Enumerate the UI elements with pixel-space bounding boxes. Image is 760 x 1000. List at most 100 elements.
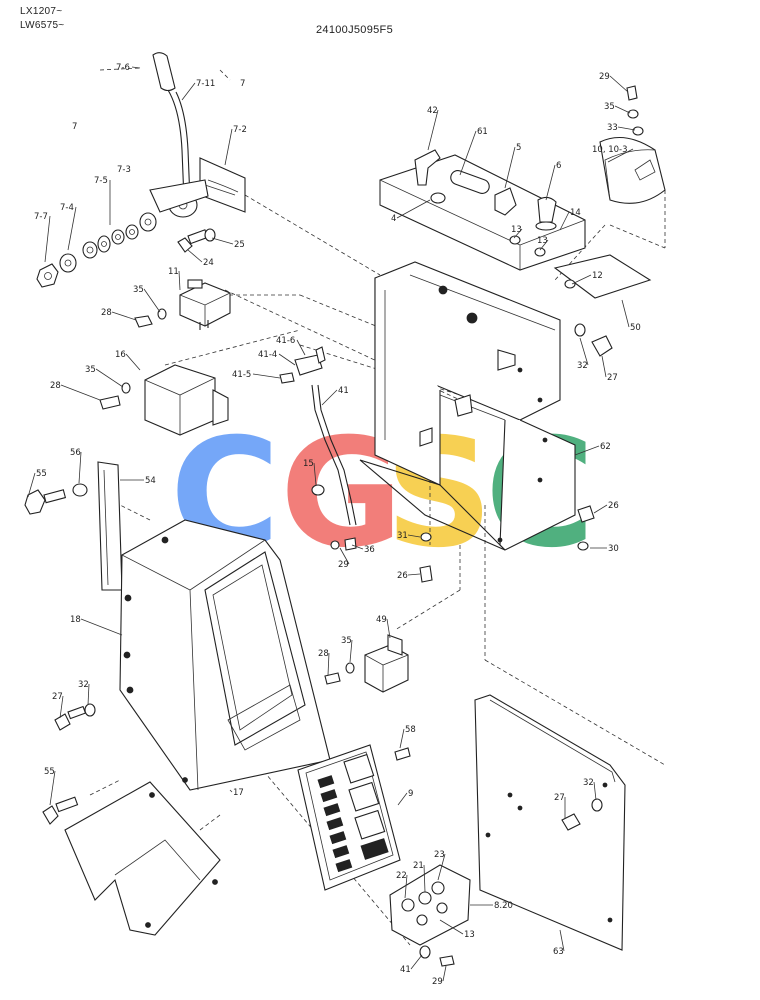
callout-leader xyxy=(399,728,405,749)
callout-label: 7-4 xyxy=(60,203,74,213)
callout-leader xyxy=(579,337,589,366)
callout-leader xyxy=(296,339,306,356)
console-housing-18 xyxy=(54,519,331,791)
callout-leader xyxy=(313,462,317,486)
callout-leader xyxy=(386,618,391,639)
callout-label: 41 xyxy=(400,965,411,975)
callout-leader xyxy=(439,919,464,935)
side-bracket-54 xyxy=(24,461,123,591)
callout-label: 58 xyxy=(405,725,416,735)
callout-label: 18 xyxy=(70,615,81,625)
callout-leader xyxy=(80,618,123,636)
callout-label: 26 xyxy=(397,571,408,581)
callout-label: 27 xyxy=(52,692,63,702)
washer-stack xyxy=(36,212,157,288)
callout-leader xyxy=(95,368,124,388)
callout-label: 12 xyxy=(592,271,603,281)
small-fasteners xyxy=(419,505,595,583)
callout-leader xyxy=(27,472,36,498)
callout-leader xyxy=(427,109,439,151)
callout-label: 28 xyxy=(318,649,329,659)
callout-leader xyxy=(407,534,421,538)
callout-leader xyxy=(125,353,141,371)
callout-label: 63 xyxy=(553,947,564,957)
callout-leader xyxy=(407,573,421,576)
callout-leader xyxy=(437,853,446,881)
back-panel-63 xyxy=(474,694,626,951)
nut-4 xyxy=(430,192,446,204)
callout-leader xyxy=(442,965,447,982)
callout-leader xyxy=(181,82,196,101)
callout-leader xyxy=(601,355,607,378)
callout-label: 61 xyxy=(477,127,488,137)
callout-leader xyxy=(44,215,51,263)
callout-label: 8.20 xyxy=(494,901,513,911)
callout-leader xyxy=(504,146,516,189)
callout-label: 30 xyxy=(608,544,619,554)
callout-label: 21 xyxy=(413,861,424,871)
callout-leader xyxy=(211,237,234,245)
callout-leader xyxy=(423,864,426,893)
callout-label: 9 xyxy=(408,789,413,799)
callout-label: 27 xyxy=(554,793,565,803)
callout-leader xyxy=(607,148,634,163)
callout-leader xyxy=(178,270,181,291)
callout-label: 42 xyxy=(427,106,438,116)
callout-label: 15 xyxy=(303,459,314,469)
model-range-line-2: LW6575~ xyxy=(20,20,65,31)
top-console-plate-61 xyxy=(379,149,586,271)
shift-lever-assembly xyxy=(36,52,246,288)
callout-label: 41-5 xyxy=(232,370,251,380)
nut-13b xyxy=(534,247,546,257)
callout-label: 7-3 xyxy=(117,165,131,175)
callout-label: 24 xyxy=(203,258,214,268)
callout-leader xyxy=(545,164,556,201)
callout-leader-lines xyxy=(27,66,636,982)
callout-leader xyxy=(87,683,90,706)
callout-leader xyxy=(67,206,77,251)
callout-label: 29 xyxy=(599,72,610,82)
callout-label: 41-6 xyxy=(276,336,295,346)
callout-leader xyxy=(574,445,600,456)
callout-label: 7-5 xyxy=(94,176,108,186)
relay-11 xyxy=(134,279,231,330)
callout-leader xyxy=(229,789,233,793)
gauge-panel-9 xyxy=(297,744,411,891)
callout-leader xyxy=(131,66,141,69)
callout-leader xyxy=(397,792,408,806)
nut-13a xyxy=(509,235,521,245)
callout-label: 32 xyxy=(583,778,594,788)
callout-leader xyxy=(539,239,549,251)
callout-label: 62 xyxy=(600,442,611,452)
callout-label: 35 xyxy=(341,636,352,646)
callout-label: 7 xyxy=(240,79,245,89)
callout-leader xyxy=(396,199,431,219)
callout-leader xyxy=(404,874,408,899)
lever-rod xyxy=(167,89,191,201)
callout-label: 32 xyxy=(577,361,588,371)
control-cable-41 xyxy=(279,346,357,551)
callout-leader xyxy=(617,126,636,131)
callout-leader xyxy=(410,954,423,970)
key-switch-42 xyxy=(414,149,441,186)
callout-label: 25 xyxy=(234,240,245,250)
callout-label: 35 xyxy=(85,365,96,375)
callout-leader xyxy=(49,770,56,806)
callout-label: 32 xyxy=(78,680,89,690)
callout-label: 4 xyxy=(391,214,396,224)
callout-label: 29 xyxy=(432,977,443,987)
callout-label: 41 xyxy=(338,386,349,396)
callout-label: 6 xyxy=(556,161,561,171)
bolt-24 xyxy=(177,229,209,253)
callout-label: 41-4 xyxy=(258,350,277,360)
callout-label: 16 xyxy=(115,350,126,360)
part-number-title: 24100J5095F5 xyxy=(316,24,393,36)
callout-leader xyxy=(593,504,608,514)
callout-label: 13 xyxy=(537,236,548,246)
callout-label: 27 xyxy=(607,373,618,383)
callout-leader xyxy=(559,929,565,952)
callout-label: 56 xyxy=(70,448,81,458)
callout-label: 13 xyxy=(464,930,475,940)
callout-label: 26 xyxy=(608,501,619,511)
